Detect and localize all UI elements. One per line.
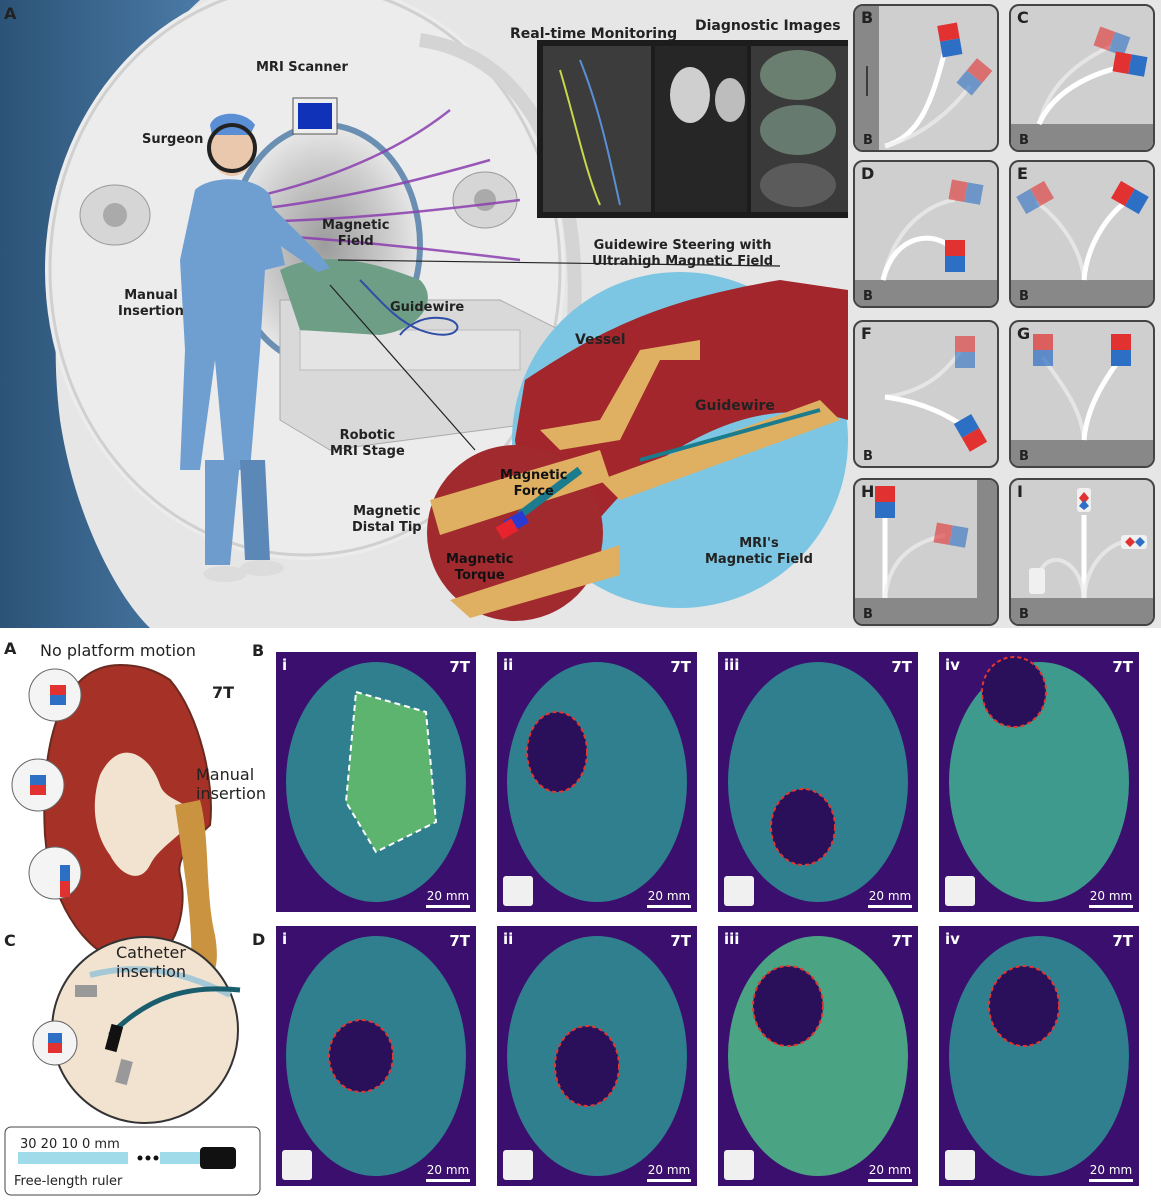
label-surgeon: Surgeon <box>142 132 204 147</box>
panel-g: G B <box>1009 320 1155 468</box>
no-platform-motion: No platform motion <box>40 641 196 660</box>
panel-h-label: H <box>861 482 875 501</box>
mri-d-ii-field: 7T <box>670 932 691 950</box>
label-steering-title: Guidewire Steering with Ultrahigh Magnet… <box>592 238 774 269</box>
mri-d-iv-tip-icon <box>945 1150 975 1180</box>
panel-h: H B <box>853 478 999 626</box>
label-magnetic-field: Magnetic Field <box>322 218 390 249</box>
mri-d-i-tip-icon <box>282 1150 312 1180</box>
mri-b-iii-roman: iii <box>724 656 740 674</box>
panel-e: E B <box>1009 160 1155 308</box>
scene-illustration <box>0 0 848 628</box>
mri-b-iii-scale: 20 mm <box>868 889 912 908</box>
mri-b-iv-field: 7T <box>1112 658 1133 676</box>
steering-panels: B B C B D B E B <box>848 0 1161 628</box>
mri-d-i: i 7T 20 mm <box>276 926 476 1186</box>
panel-f-field-label: B <box>863 449 873 464</box>
panel-f-label: F <box>861 324 872 343</box>
panel-b: B B <box>853 4 999 152</box>
panel-g-label: G <box>1017 324 1031 343</box>
panel-d-bottom-label: D <box>252 930 266 949</box>
label-guidewire-inset: Guidewire <box>695 398 775 414</box>
panel-b-label: B <box>861 8 874 27</box>
label-mri-scanner: MRI Scanner <box>256 60 348 75</box>
mri-d-iv-roman: iv <box>945 930 960 948</box>
panel-d-label: D <box>861 164 875 183</box>
mri-d-iii-scale: 20 mm <box>868 1163 912 1182</box>
panel-b-bottom-label: B <box>252 641 265 660</box>
mri-d-iii-field: 7T <box>891 932 912 950</box>
mri-b-iii-tip-icon <box>724 876 754 906</box>
panel-d-field-label: B <box>863 289 873 304</box>
mri-d-ii-roman: ii <box>503 930 514 948</box>
ruler-ticks: 30 20 10 0 mm <box>20 1137 120 1152</box>
top-panel-label: A <box>4 4 17 23</box>
label-mri-field: MRI's Magnetic Field <box>705 536 813 567</box>
label-vessel: Vessel <box>575 332 626 348</box>
mri-b-iv: iv 7T 20 mm <box>939 652 1139 912</box>
panel-i-label: I <box>1017 482 1023 501</box>
ruler-label: Free-length ruler <box>14 1174 123 1189</box>
mri-b-i-scale: 20 mm <box>426 889 470 908</box>
mri-b-i: i 7T 20 mm <box>276 652 476 912</box>
mri-d-ii-scale: 20 mm <box>647 1163 691 1182</box>
mri-b-iv-tip-icon <box>945 876 975 906</box>
catheter-insertion-label: Catheter insertion <box>116 943 186 981</box>
panel-c: C B <box>1009 4 1155 152</box>
label-magnetic-torque: Magnetic Torque <box>446 552 514 583</box>
panel-b-field-label: B <box>863 133 873 148</box>
mri-b-iv-scale: 20 mm <box>1089 889 1133 908</box>
mri-d-ii: ii 7T 20 mm <box>497 926 697 1186</box>
mri-b-i-roman: i <box>282 656 288 674</box>
mri-d-iii-tip-icon <box>724 1150 754 1180</box>
top-figure: A MRI Scanner Surgeon Magnetic Field Man… <box>0 0 848 628</box>
mri-d-iv-field: 7T <box>1112 932 1133 950</box>
panel-g-field-label: B <box>1019 449 1029 464</box>
panel-c-label: C <box>1017 8 1029 27</box>
mri-b-ii: ii 7T 20 mm <box>497 652 697 912</box>
mri-d-iii-roman: iii <box>724 930 740 948</box>
panel-e-label: E <box>1017 164 1028 183</box>
field-7t-left: 7T <box>212 683 235 702</box>
panel-c-bottom-label: C <box>4 931 16 950</box>
mri-d-iv-scale: 20 mm <box>1089 1163 1133 1182</box>
mri-d-iii: iii 7T 20 mm <box>718 926 918 1186</box>
panel-c-field-label: B <box>1019 133 1029 148</box>
mri-d-iv: iv 7T 20 mm <box>939 926 1139 1186</box>
mri-b-iii: iii 7T 20 mm <box>718 652 918 912</box>
label-diagnostic-images: Diagnostic Images <box>695 18 841 34</box>
mri-b-ii-roman: ii <box>503 656 514 674</box>
label-realtime-monitoring: Real-time Monitoring <box>510 26 678 42</box>
panel-i: I B <box>1009 478 1155 626</box>
mri-b-ii-tip-icon <box>503 876 533 906</box>
label-magnetic-force: Magnetic Force <box>500 468 568 499</box>
mri-d-i-scale: 20 mm <box>426 1163 470 1182</box>
label-magnetic-distal-tip: Magnetic Distal Tip <box>352 504 422 535</box>
label-guidewire: Guidewire <box>390 300 465 315</box>
label-manual-insertion: Manual Insertion <box>118 288 184 319</box>
bottom-left-figure: A No platform motion 7T Manual insertion… <box>0 635 270 1200</box>
label-robotic-stage: Robotic MRI Stage <box>330 428 405 459</box>
mri-b-i-field: 7T <box>449 658 470 676</box>
panel-d: D B <box>853 160 999 308</box>
panel-h-field-label: B <box>863 607 873 622</box>
panel-e-field-label: B <box>1019 289 1029 304</box>
mri-b-ii-scale: 20 mm <box>647 889 691 908</box>
mri-b-iii-field: 7T <box>891 658 912 676</box>
panel-i-field-label: B <box>1019 607 1029 622</box>
manual-insertion-label: Manual insertion <box>196 765 266 803</box>
mri-d-ii-tip-icon <box>503 1150 533 1180</box>
kidney-illustration <box>4 663 261 1196</box>
mri-d-i-roman: i <box>282 930 288 948</box>
mri-b-ii-field: 7T <box>670 658 691 676</box>
mri-d-i-field: 7T <box>449 932 470 950</box>
panel-a-bottom-label: A <box>4 639 17 658</box>
mri-b-iv-roman: iv <box>945 656 960 674</box>
panel-f: F B <box>853 320 999 468</box>
